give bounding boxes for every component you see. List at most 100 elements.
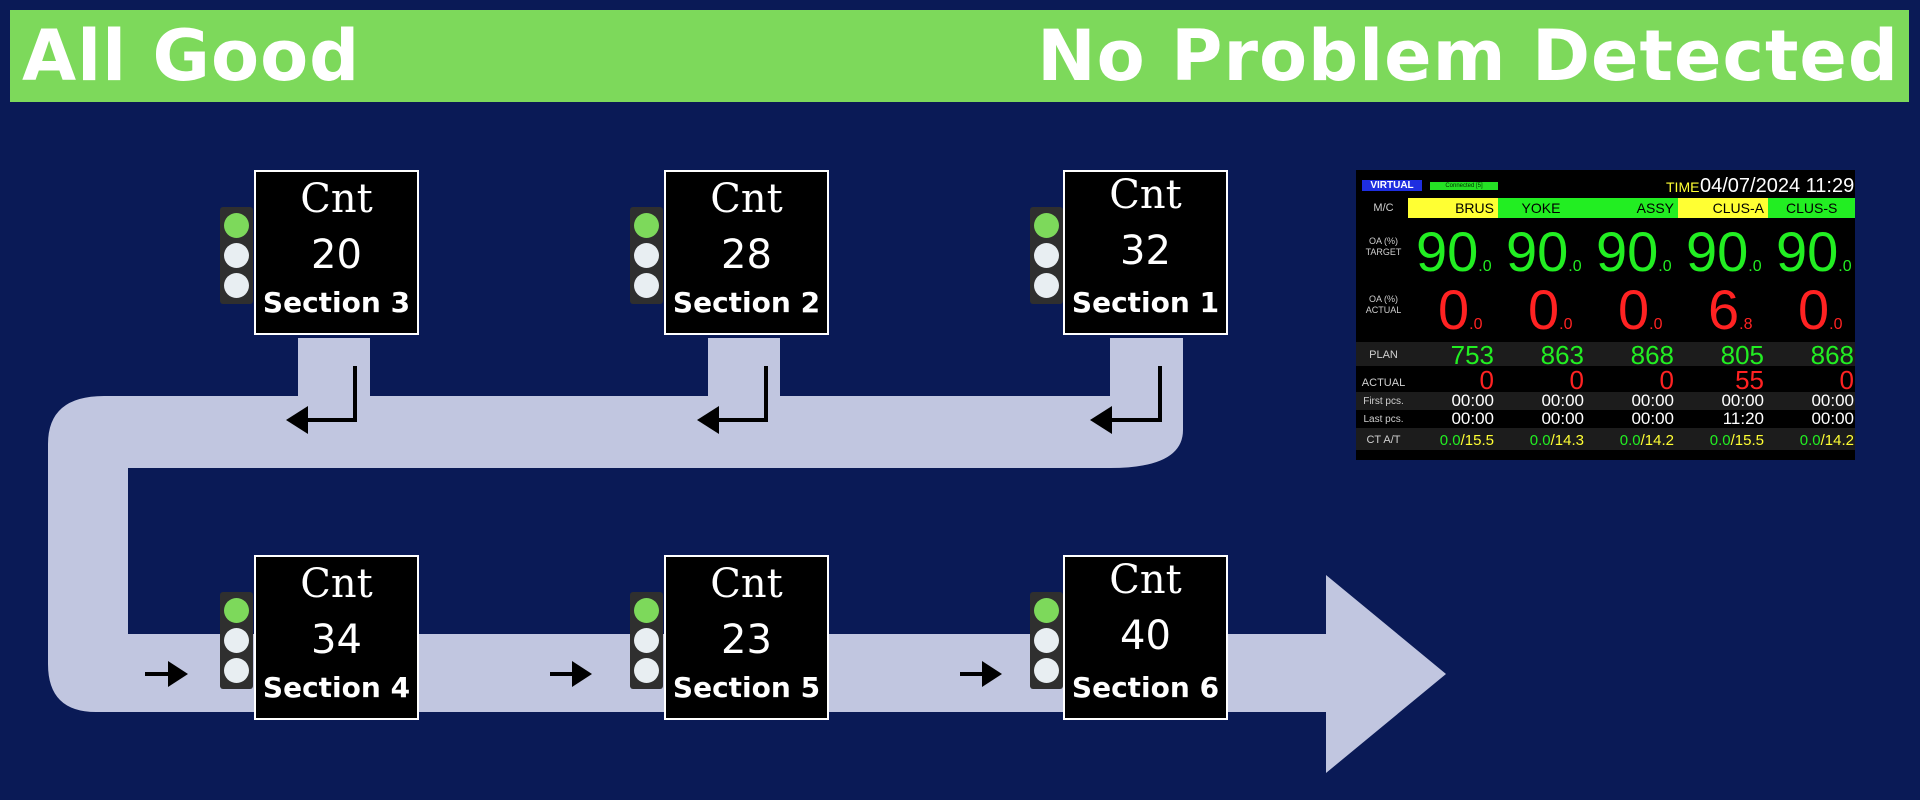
last-pcs-value: 11:20 [1722,409,1764,428]
light-off-icon [1034,243,1059,268]
status-banner: All Good No Problem Detected [10,10,1909,102]
ct-value: 0.0/15.5 [1439,432,1494,449]
green-light-icon [224,598,249,623]
oa-actual-value: 0.0 [1438,278,1483,341]
section-name: Section 6 [1071,671,1220,704]
count-value: 40 [1120,613,1171,659]
green-light-icon [1034,598,1059,623]
ct-value: 0.0/14.2 [1619,432,1674,449]
last-pcs-label: Last pcs. [1363,414,1404,425]
oa-actual-value: 0.0 [1798,278,1843,341]
light-off-icon [634,243,659,268]
count-label: Cnt [300,561,373,607]
count-value: 28 [721,232,772,278]
section-box-5[interactable]: Cnt 23 Section 5 [664,555,829,720]
plan-value: 868 [1630,340,1674,370]
oa-actual-value: 6.8 [1708,278,1753,341]
oa-target-value: 90.0 [1506,220,1582,283]
light-off-icon [224,273,249,298]
oa-actual-label-1: OA (%) [1368,294,1398,304]
ct-value: 0.0/14.2 [1799,432,1854,449]
light-off-icon [1034,658,1059,683]
count-value: 20 [311,232,362,278]
row-stripe [1356,392,1855,410]
plan-value: 753 [1450,340,1494,370]
oa-target-value: 90.0 [1776,220,1852,283]
actual-value: 55 [1735,365,1764,395]
section-box-6[interactable]: Cnt 40 Section 6 [1063,555,1228,720]
actual-value: 0 [1659,365,1674,395]
ct-value: 0.0/15.5 [1709,432,1764,449]
last-pcs-value: 00:00 [1451,409,1494,428]
count-label: Cnt [1109,172,1182,218]
oa-target-label-2: TARGET [1365,247,1402,257]
machine-name[interactable]: CLUS-S [1768,198,1855,218]
oa-actual-value: 0.0 [1618,278,1663,341]
plan-value: 863 [1540,340,1584,370]
traffic-light [630,207,663,304]
count-label: Cnt [710,176,783,222]
section-box-1[interactable]: Cnt 32 Section 1 [1063,170,1228,335]
section-box-3[interactable]: Cnt 20 Section 3 [254,170,419,335]
oa-actual-value: 0.0 [1528,278,1573,341]
last-pcs-value: 00:00 [1541,409,1584,428]
light-off-icon [224,243,249,268]
light-off-icon [634,658,659,683]
first-pcs-value: 00:00 [1721,391,1764,410]
section-box-2[interactable]: Cnt 28 Section 2 [664,170,829,335]
mc-label: M/C [1373,202,1394,214]
plan-label: PLAN [1369,349,1398,361]
green-light-icon [634,598,659,623]
virtual-badge: VIRTUAL [1362,180,1422,191]
machine-name[interactable]: CLUS-A [1678,198,1768,218]
status-text: All Good [22,15,361,97]
count-value: 34 [311,617,362,663]
section-box-4[interactable]: Cnt 34 Section 4 [254,555,419,720]
count-label: Cnt [300,176,373,222]
count-value: 23 [721,617,772,663]
green-light-icon [1034,213,1059,238]
machine-status-panel[interactable]: VIRTUAL Connected [5] TIME 04/07/2024 11… [1356,170,1855,460]
oa-target-value: 90.0 [1596,220,1672,283]
machine-column: CLUS-A 90.0 6.8 805 55 00:00 11:20 0.0/1… [1678,170,1768,460]
oa-actual-label-2: ACTUAL [1365,305,1402,315]
machine-column: CLUS-S 90.0 0.0 868 0 00:00 00:00 0.0/14… [1768,170,1855,460]
oa-target-value: 90.0 [1686,220,1762,283]
light-off-icon [1034,628,1059,653]
connection-badge: Connected [5] [1430,182,1498,190]
first-pcs-label: First pcs. [1363,396,1404,407]
actual-value: 0 [1569,365,1584,395]
section-name: Section 5 [672,671,821,704]
traffic-light [220,207,253,304]
oa-target-label-1: OA (%) [1368,236,1398,246]
machine-name[interactable]: BRUS [1408,198,1498,218]
light-off-icon [1034,273,1059,298]
last-pcs-value: 00:00 [1631,409,1674,428]
first-pcs-value: 00:00 [1451,391,1494,410]
time-label: TIME [1666,179,1700,195]
time-value: 04/07/2024 11:29 [1700,175,1855,197]
first-pcs-value: 00:00 [1811,391,1854,410]
machine-column: YOKE 90.0 0.0 863 0 00:00 00:00 0.0/14.3 [1498,170,1588,460]
section-name: Section 2 [672,286,821,319]
machine-column: BRUS 90.0 0.0 753 0 00:00 00:00 0.0/15.5 [1408,170,1498,460]
oa-target-value: 90.0 [1416,220,1492,283]
traffic-light [220,592,253,689]
last-pcs-value: 00:00 [1811,409,1854,428]
machine-name[interactable]: YOKE [1498,198,1588,218]
section-name: Section 1 [1071,286,1220,319]
actual-value: 0 [1839,365,1854,395]
light-off-icon [224,628,249,653]
traffic-light [1030,207,1063,304]
traffic-light [630,592,663,689]
green-light-icon [634,213,659,238]
light-off-icon [634,628,659,653]
green-light-icon [224,213,249,238]
plan-value: 805 [1720,340,1764,370]
first-pcs-value: 00:00 [1631,391,1674,410]
light-off-icon [634,273,659,298]
count-label: Cnt [1109,557,1182,603]
section-name: Section 4 [262,671,411,704]
machine-name[interactable]: ASSY [1588,198,1678,218]
first-pcs-value: 00:00 [1541,391,1584,410]
